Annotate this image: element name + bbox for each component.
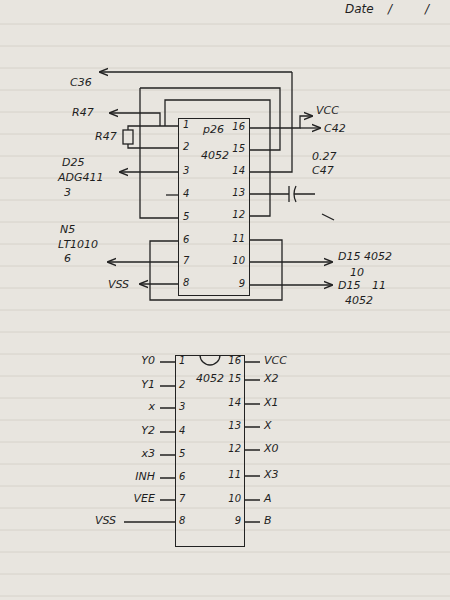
- pin-name: VSS: [95, 514, 116, 527]
- part-number: 4052: [201, 149, 229, 162]
- net-label: LT1010: [58, 238, 98, 251]
- part-ref: p26: [203, 123, 224, 136]
- pin-number: 16: [232, 121, 245, 133]
- pin-name: x3: [141, 447, 155, 460]
- net-label: 3: [64, 186, 71, 199]
- net-label: D15: [338, 279, 360, 292]
- pin-name: Y1: [141, 378, 155, 391]
- pin-number: 3: [179, 401, 185, 413]
- pin-name: Y2: [141, 424, 155, 437]
- header-text: /: [388, 2, 392, 16]
- pin-number: 11: [232, 233, 245, 245]
- pin-number: 11: [228, 469, 241, 481]
- pin-number: 2: [183, 141, 189, 153]
- pin-number: 1: [183, 119, 189, 131]
- pin-number: 13: [232, 187, 245, 199]
- pin-name: INH: [135, 470, 155, 483]
- pin-name: x: [148, 400, 155, 413]
- header-text: /: [425, 2, 429, 16]
- net-label: C36: [70, 76, 92, 89]
- pin-number: 12: [228, 443, 241, 455]
- net-label: 0.27: [312, 150, 337, 163]
- net-label: C47: [312, 164, 334, 177]
- pin-name: X3: [264, 468, 279, 481]
- net-label: D25: [62, 156, 84, 169]
- pin-number: 1: [179, 355, 185, 367]
- pin-name: A: [264, 492, 272, 505]
- resistor-label: R47: [95, 130, 117, 143]
- pin-number: 5: [179, 448, 185, 460]
- net-label: ADG411: [58, 171, 104, 184]
- pin-number: 14: [232, 165, 245, 177]
- pin-number: 5: [183, 211, 189, 223]
- net-label: R47: [72, 106, 94, 119]
- net-label: 6: [64, 252, 71, 265]
- net-label: VCC: [316, 104, 339, 117]
- net-label: 11: [372, 279, 386, 292]
- net-label: N5: [60, 223, 75, 236]
- pin-number: 6: [179, 471, 185, 483]
- pin-number: 9: [239, 278, 245, 290]
- net-label: C42: [324, 122, 346, 135]
- pin-name: X: [264, 419, 272, 432]
- pin-name: VEE: [134, 492, 155, 505]
- pin-number: 15: [228, 373, 241, 385]
- pin-number: 13: [228, 420, 241, 432]
- pin-number: 8: [179, 515, 185, 527]
- pin-number: 9: [235, 515, 241, 527]
- pin-number: 3: [183, 165, 189, 177]
- net-label: VSS: [108, 278, 129, 291]
- pin-number: 16: [228, 355, 241, 367]
- part-number: 4052: [196, 372, 224, 385]
- pin-number: 7: [183, 255, 189, 267]
- pin-name: Y0: [141, 354, 155, 367]
- pin-number: 12: [232, 209, 245, 221]
- pin-number: 4: [179, 425, 185, 437]
- net-label: 4052: [345, 294, 373, 307]
- pin-number: 10: [228, 493, 241, 505]
- net-label: D15 4052: [338, 250, 392, 263]
- net-label: 10: [350, 266, 364, 279]
- pin-number: 8: [183, 277, 189, 289]
- pin-number: 6: [183, 234, 189, 246]
- pin-number: 14: [228, 397, 241, 409]
- pin-name: X1: [264, 396, 279, 409]
- pin-number: 7: [179, 493, 185, 505]
- pin-name: VCC: [264, 354, 287, 367]
- pin-number: 10: [232, 255, 245, 267]
- pin-number: 15: [232, 143, 245, 155]
- pin-number: 4: [183, 188, 189, 200]
- pin-number: 2: [179, 379, 185, 391]
- pin-name: X2: [264, 372, 279, 385]
- pin-name: X0: [264, 442, 279, 455]
- pin-name: B: [264, 514, 272, 527]
- header-text: Date: [345, 2, 374, 16]
